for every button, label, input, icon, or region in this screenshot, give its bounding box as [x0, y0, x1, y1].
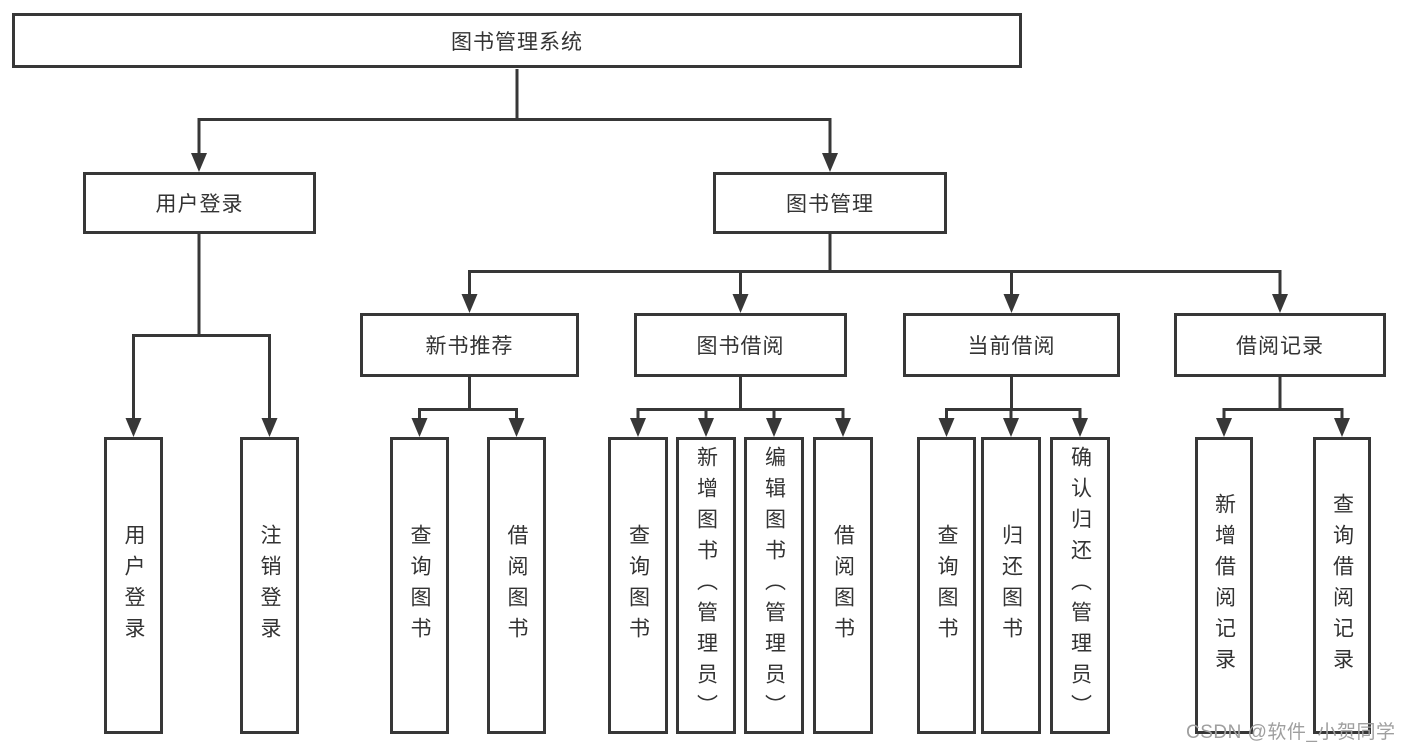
node-current-borrowing: 当前借阅: [903, 313, 1120, 377]
node-new-book-recommend: 新书推荐: [360, 313, 579, 377]
node-leaf-edit-books-admin: 编辑图书（管理员）: [744, 437, 804, 734]
node-label: 归还图书: [999, 523, 1023, 648]
node-leaf-confirm-return-admin: 确认归还（管理员）: [1050, 437, 1110, 734]
node-book-borrowing: 图书借阅: [634, 313, 847, 377]
node-label: 借阅记录: [1236, 335, 1324, 358]
node-label: 借阅图书: [831, 523, 855, 648]
node-label: 查询图书: [408, 523, 431, 648]
node-label: 注销登录: [258, 523, 281, 648]
node-label: 图书管理系统: [451, 30, 583, 54]
node-label: 查询图书: [935, 523, 958, 648]
node-borrowing-records: 借阅记录: [1174, 313, 1386, 377]
node-label: 用户登录: [155, 193, 244, 216]
node-label: 新增借阅记录: [1212, 492, 1236, 679]
node-label: 图书借阅: [696, 335, 785, 358]
node-leaf-logout: 注销登录: [240, 437, 299, 734]
node-label: 借阅图书: [505, 523, 528, 648]
node-leaf-add-books-admin: 新增图书（管理员）: [676, 437, 736, 734]
node-label: 用户登录: [122, 523, 145, 648]
node-leaf-borrow-books-recommend: 借阅图书: [487, 437, 546, 734]
node-book-management: 图书管理: [713, 172, 947, 234]
node-label: 查询图书: [626, 523, 650, 648]
node-label: 确认归还（管理员）: [1068, 446, 1092, 725]
node-leaf-query-borrow-record: 查询借阅记录: [1313, 437, 1371, 734]
node-leaf-return-books: 归还图书: [981, 437, 1041, 734]
node-user-login: 用户登录: [83, 172, 316, 234]
node-leaf-borrow-books: 借阅图书: [813, 437, 873, 734]
node-label: 新增图书（管理员）: [694, 446, 718, 725]
node-label: 查询借阅记录: [1330, 492, 1354, 679]
node-leaf-query-books-recommend: 查询图书: [390, 437, 449, 734]
node-label: 编辑图书（管理员）: [762, 446, 786, 725]
watermark: CSDN @软件_小贺同学: [1186, 722, 1396, 743]
node-leaf-add-borrow-record: 新增借阅记录: [1195, 437, 1253, 734]
node-library-system: 图书管理系统: [12, 13, 1022, 68]
node-leaf-user-login: 用户登录: [104, 437, 163, 734]
node-label: 图书管理: [786, 193, 874, 216]
node-label: 新书推荐: [425, 335, 514, 358]
node-leaf-query-books-current: 查询图书: [917, 437, 976, 734]
node-leaf-query-books-borrow: 查询图书: [608, 437, 668, 734]
node-label: 当前借阅: [967, 335, 1056, 358]
